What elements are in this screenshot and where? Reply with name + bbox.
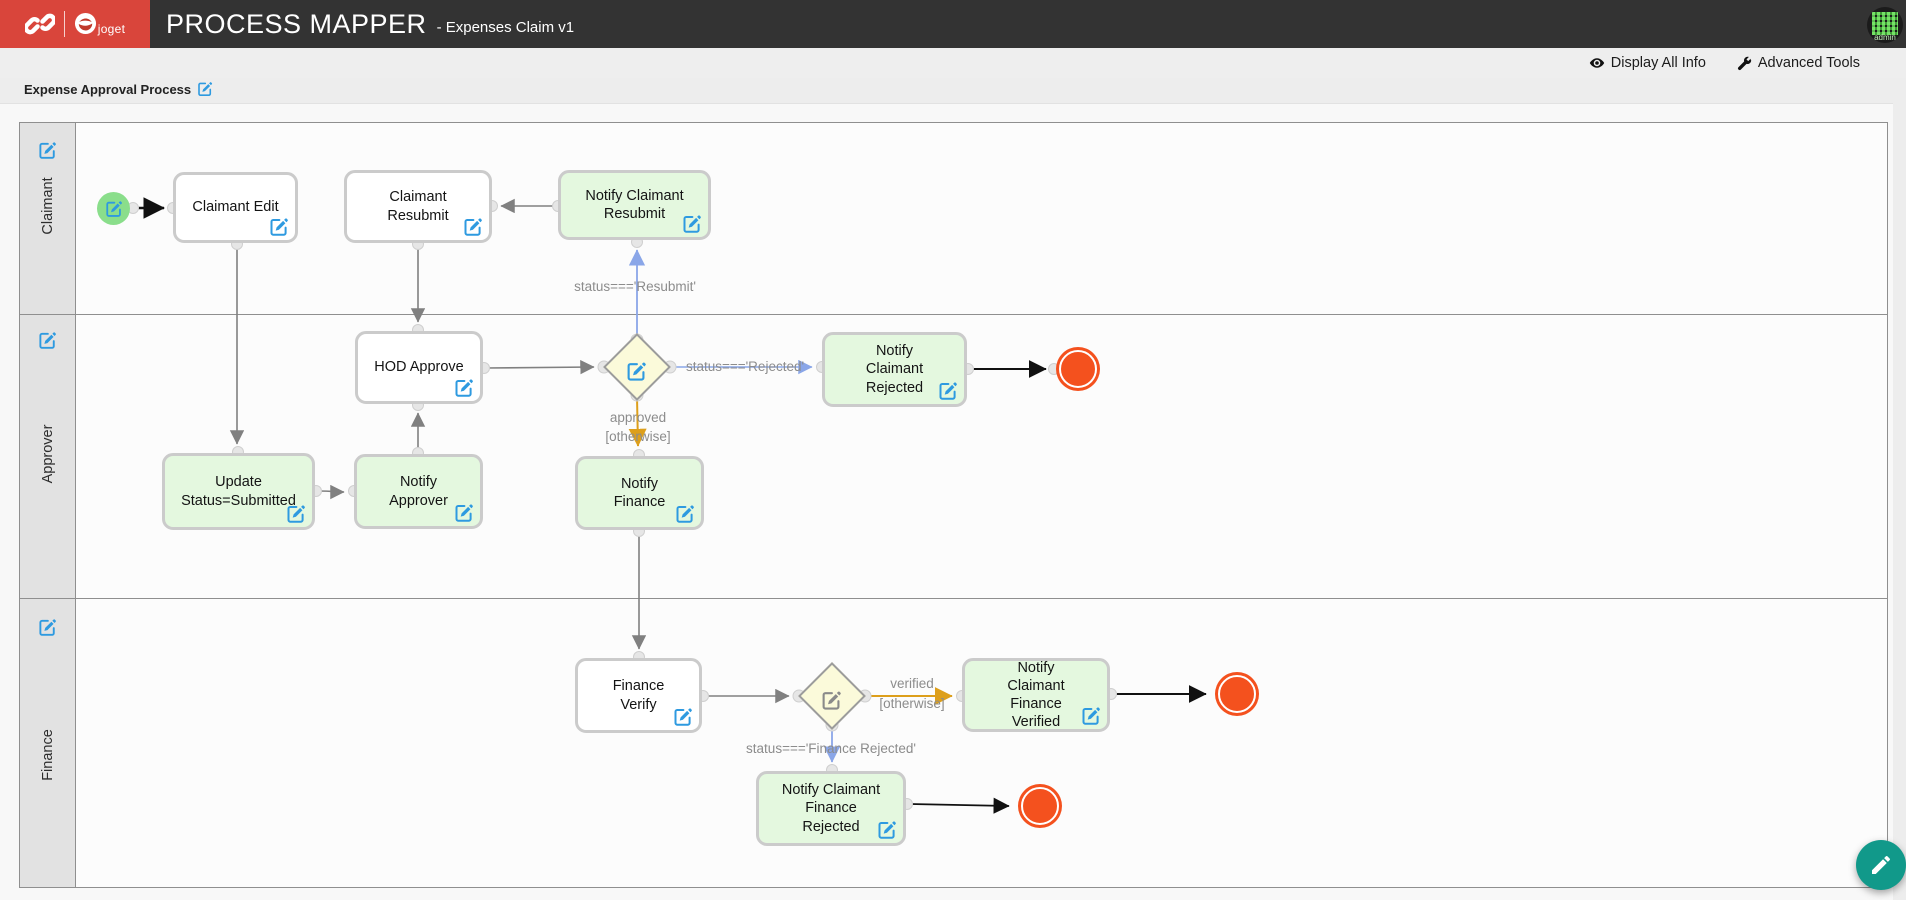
brand-logo[interactable]: joget xyxy=(0,0,150,48)
eye-icon xyxy=(1589,55,1605,71)
page-title: PROCESS MAPPER xyxy=(166,8,427,39)
start-event-edit-icon xyxy=(105,200,123,218)
task-finance-verify[interactable]: Finance Verify xyxy=(575,658,702,733)
task-edit-icon[interactable] xyxy=(673,707,693,727)
wrench-icon xyxy=(1736,55,1752,71)
edge-label-rejected: status==='Rejected' xyxy=(685,359,805,374)
task-edit-icon[interactable] xyxy=(454,378,474,398)
task-edit-icon[interactable] xyxy=(269,217,289,237)
task-notify-approver[interactable]: Notify Approver xyxy=(354,454,483,529)
joget-logo-text: joget xyxy=(97,22,126,36)
lane-label-approver: Approver xyxy=(40,424,56,484)
chain-link-icon xyxy=(25,9,55,39)
task-notify-finance[interactable]: Notify Finance xyxy=(575,456,704,530)
task-label: Notify Claimant Finance Rejected xyxy=(781,782,881,835)
task-edit-icon[interactable] xyxy=(286,504,306,524)
edge-label-approved: approved xyxy=(609,410,667,425)
task-edit-icon[interactable] xyxy=(463,217,483,237)
joget-circle-icon xyxy=(74,12,97,35)
avatar-image xyxy=(1872,12,1898,35)
advanced-tools-label: Advanced Tools xyxy=(1757,55,1860,71)
task-edit-icon[interactable] xyxy=(877,820,897,840)
lane-divider-1 xyxy=(20,314,1887,315)
task-label: Notify Claimant Resubmit xyxy=(585,187,684,222)
task-label: HOD Approve xyxy=(374,359,464,376)
edge-label-approved-otherwise: [otherwise] xyxy=(605,429,671,444)
task-edit-icon[interactable] xyxy=(454,503,474,523)
task-hod-approve[interactable]: HOD Approve xyxy=(355,331,483,404)
lane-edit-icon-finance[interactable] xyxy=(38,618,57,637)
task-update-status-submitted[interactable]: Update Status=Submitted xyxy=(162,453,315,530)
lane-label-finance: Finance xyxy=(40,729,56,781)
joget-logo: joget xyxy=(74,12,126,36)
task-label: Notify Claimant Rejected xyxy=(865,343,924,396)
display-all-info-button[interactable]: Display All Info xyxy=(1589,55,1706,71)
lane-edit-icon-approver[interactable] xyxy=(38,331,57,350)
process-edit-icon[interactable] xyxy=(197,81,213,97)
task-label: Claimant Resubmit xyxy=(387,189,449,224)
task-edit-icon[interactable] xyxy=(938,381,958,401)
task-notify-claimant-rejected[interactable]: Notify Claimant Rejected xyxy=(822,332,967,407)
lane-header-strip xyxy=(20,123,76,887)
start-event[interactable] xyxy=(97,192,130,225)
pencil-icon xyxy=(1869,853,1893,877)
lane-edit-icon-claimant[interactable] xyxy=(38,141,57,160)
task-label: Notify Approver xyxy=(389,474,448,509)
task-label: Claimant Edit xyxy=(192,199,279,216)
page-subtitle: - Expenses Claim v1 xyxy=(436,18,575,36)
end-event-finance-rejected[interactable] xyxy=(1018,784,1062,828)
task-notify-claimant-finance-verified[interactable]: Notify Claimant Finance Verified xyxy=(962,658,1110,732)
app-header: joget PROCESS MAPPER - Expenses Claim v1 xyxy=(0,0,1906,48)
task-notify-claimant-finance-rejected[interactable]: Notify Claimant Finance Rejected xyxy=(756,771,906,846)
gateway-edit-icon[interactable] xyxy=(821,690,842,711)
lane-divider-2 xyxy=(20,598,1887,599)
task-edit-icon[interactable] xyxy=(1081,706,1101,726)
swimlane-pool: Claimant Approver Finance xyxy=(19,122,1888,888)
edge-label-resubmit: status==='Resubmit' xyxy=(574,279,696,294)
task-label: Notify Claimant Finance Verified xyxy=(1007,659,1065,731)
edge-label-verified-otherwise: [otherwise] xyxy=(879,696,945,711)
gateway-edit-icon[interactable] xyxy=(626,361,647,382)
process-name: Expense Approval Process xyxy=(24,81,192,97)
lane-label-claimant: Claimant xyxy=(40,177,56,235)
display-all-info-label: Display All Info xyxy=(1610,55,1706,71)
end-event-rejected[interactable] xyxy=(1056,347,1100,391)
task-edit-icon[interactable] xyxy=(682,214,702,234)
advanced-tools-button[interactable]: Advanced Tools xyxy=(1736,55,1860,71)
edit-process-fab[interactable] xyxy=(1856,840,1906,890)
edge-label-finance-rejected: status==='Finance Rejected' xyxy=(746,741,916,756)
task-notify-claimant-resubmit[interactable]: Notify Claimant Resubmit xyxy=(558,170,711,240)
brand-divider xyxy=(63,11,65,37)
task-claimant-edit[interactable]: Claimant Edit xyxy=(173,172,298,243)
edge-label-verified: verified xyxy=(890,676,934,691)
task-claimant-resubmit[interactable]: Claimant Resubmit xyxy=(344,170,492,243)
task-label: Update Status=Submitted xyxy=(181,474,296,509)
task-label: Notify Finance xyxy=(613,475,666,510)
task-label: Finance Verify xyxy=(612,678,665,713)
user-avatar[interactable]: admin xyxy=(1867,7,1903,43)
end-event-verified[interactable] xyxy=(1215,672,1259,716)
toolbar: Display All Info Advanced Tools xyxy=(0,48,1906,78)
avatar-username: admin xyxy=(1874,33,1896,42)
task-edit-icon[interactable] xyxy=(675,504,695,524)
